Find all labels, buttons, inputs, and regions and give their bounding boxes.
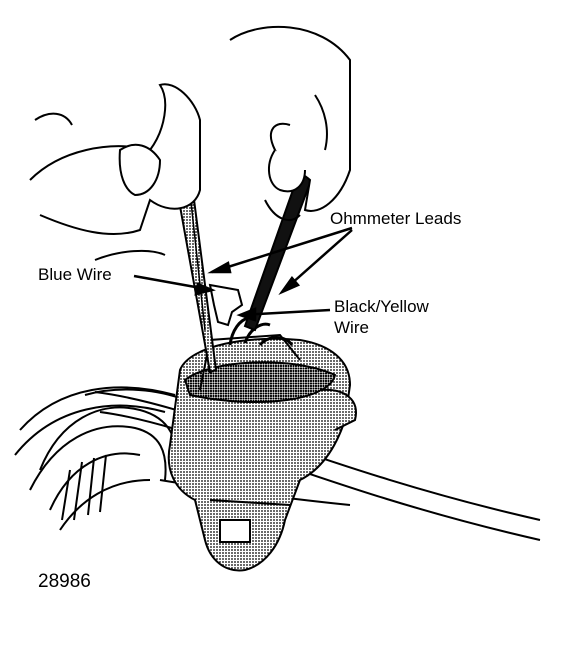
label-black-yellow-wire: Black/Yellow Wire xyxy=(334,296,429,338)
left-hand xyxy=(29,83,201,261)
label-black-yellow-line2: Wire xyxy=(334,318,369,337)
connector-body xyxy=(167,333,357,572)
wire-harness xyxy=(14,386,186,531)
label-blue-wire: Blue Wire xyxy=(38,265,112,284)
left-probe xyxy=(176,190,218,374)
leader-lines xyxy=(133,226,353,322)
label-black-yellow-line1: Black/Yellow xyxy=(334,297,429,316)
wire-clip xyxy=(208,283,244,327)
label-ohmmeter-leads: Ohmmeter Leads xyxy=(330,209,462,228)
right-hand xyxy=(229,25,351,221)
leader-ohmmeter-left xyxy=(211,226,353,274)
figure-number: 28986 xyxy=(38,571,91,592)
